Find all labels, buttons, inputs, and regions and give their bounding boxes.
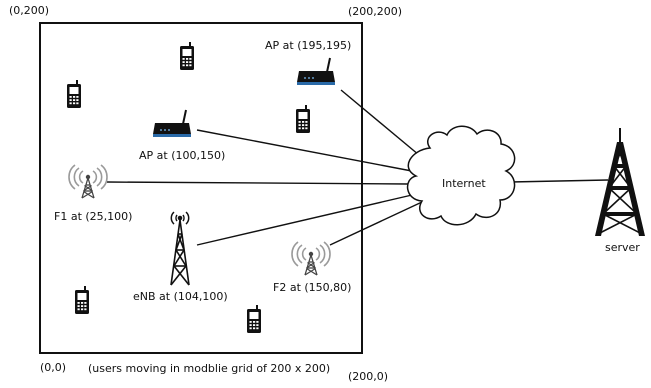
link-ap-mid-internet [196,129,418,173]
femtocell-antenna-icon [68,164,108,199]
corner-label-top-left: (0,200) [9,4,49,17]
mobile-phone-icon [296,105,310,133]
server-label: server [605,241,640,254]
mobile-phone-icon [180,42,194,70]
grid-caption: (users moving in modblie grid of 200 x 2… [88,362,330,375]
corner-label-top-right: (200,200) [348,5,402,18]
mobile-phone-icon [67,80,81,108]
femto-2-label: F2 at (150,80) [273,281,351,294]
cell-tower-icon [170,211,190,286]
wifi-router-icon [152,109,192,138]
corner-label-bottom-left: (0,0) [40,361,66,374]
enb-label: eNB at (104,100) [133,290,228,303]
ap-top-label: AP at (195,195) [265,39,351,52]
mobility-grid [39,22,363,354]
corner-label-bottom-right: (200,0) [348,370,388,383]
wifi-router-icon [296,57,336,86]
mobile-phone-icon [247,305,261,333]
network-links [106,89,609,246]
link-internet-server [509,179,609,183]
mobile-phone-icon [75,286,89,314]
internet-label: Internet [442,177,486,190]
link-f1-internet [106,181,409,185]
ap-mid-label: AP at (100,150) [139,149,225,162]
cloud-icon [406,125,516,226]
link-enb-internet [196,194,413,246]
transmission-tower-icon [595,128,645,236]
link-f2-internet [329,201,423,246]
femtocell-antenna-icon [291,241,331,276]
link-ap-top-internet [340,89,426,161]
femto-1-label: F1 at (25,100) [54,210,132,223]
